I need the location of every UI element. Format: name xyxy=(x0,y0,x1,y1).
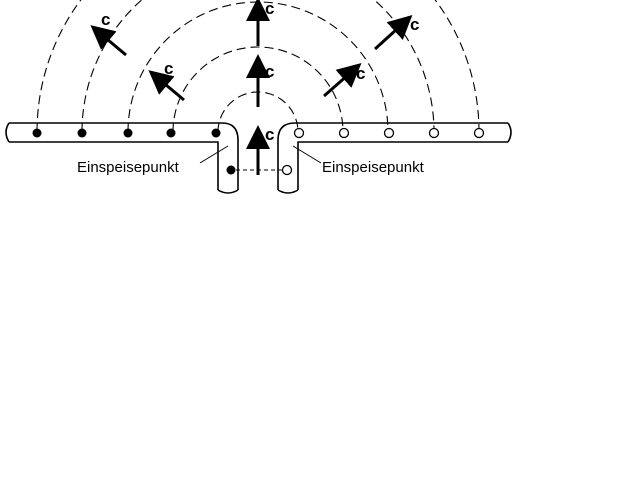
right-pipe-bottom-cap xyxy=(277,189,299,194)
right-pipe xyxy=(277,122,508,190)
wavefront-4 xyxy=(81,0,435,133)
velocity-label: c xyxy=(356,64,365,83)
filled-circle-icon xyxy=(226,165,236,175)
hollow-circle-icon xyxy=(293,127,305,139)
feed-point-label-right: Einspeisepunkt xyxy=(322,159,425,176)
filled-circle-icon xyxy=(166,128,176,138)
velocity-label: c xyxy=(101,10,110,29)
velocity-labels: c c c c c c c xyxy=(101,0,419,144)
feed-point-label-left: Einspeisepunkt xyxy=(77,159,180,176)
wavefront-2 xyxy=(172,46,344,133)
velocity-label: c xyxy=(265,125,274,144)
filled-circle-icon xyxy=(123,128,133,138)
arrow-group xyxy=(90,0,413,175)
filled-circle-icon xyxy=(211,128,221,138)
filled-circle-icon xyxy=(32,128,42,138)
right-pipe-end-cap xyxy=(507,122,512,143)
filled-sources xyxy=(32,128,236,175)
hollow-circle-icon xyxy=(281,164,293,176)
velocity-label: c xyxy=(164,59,173,78)
velocity-label: c xyxy=(410,15,419,34)
feed-right-leader xyxy=(292,145,322,164)
arrow-icon xyxy=(323,63,362,98)
arrow-icon xyxy=(90,25,127,57)
hollow-circle-icon xyxy=(383,127,395,139)
feed-left-leader xyxy=(199,145,229,164)
hollow-circle-icon xyxy=(338,127,350,139)
arrow-icon xyxy=(148,70,185,102)
hollow-sources xyxy=(281,127,485,176)
velocity-label: c xyxy=(265,0,274,18)
velocity-label: c xyxy=(265,62,274,81)
left-pipe xyxy=(9,122,239,190)
hollow-circle-icon xyxy=(473,127,485,139)
left-pipe-bottom-cap xyxy=(217,189,239,194)
filled-circle-icon xyxy=(77,128,87,138)
arrow-icon xyxy=(373,14,413,51)
hollow-circle-icon xyxy=(428,127,440,139)
left-pipe-end-cap xyxy=(5,122,10,143)
